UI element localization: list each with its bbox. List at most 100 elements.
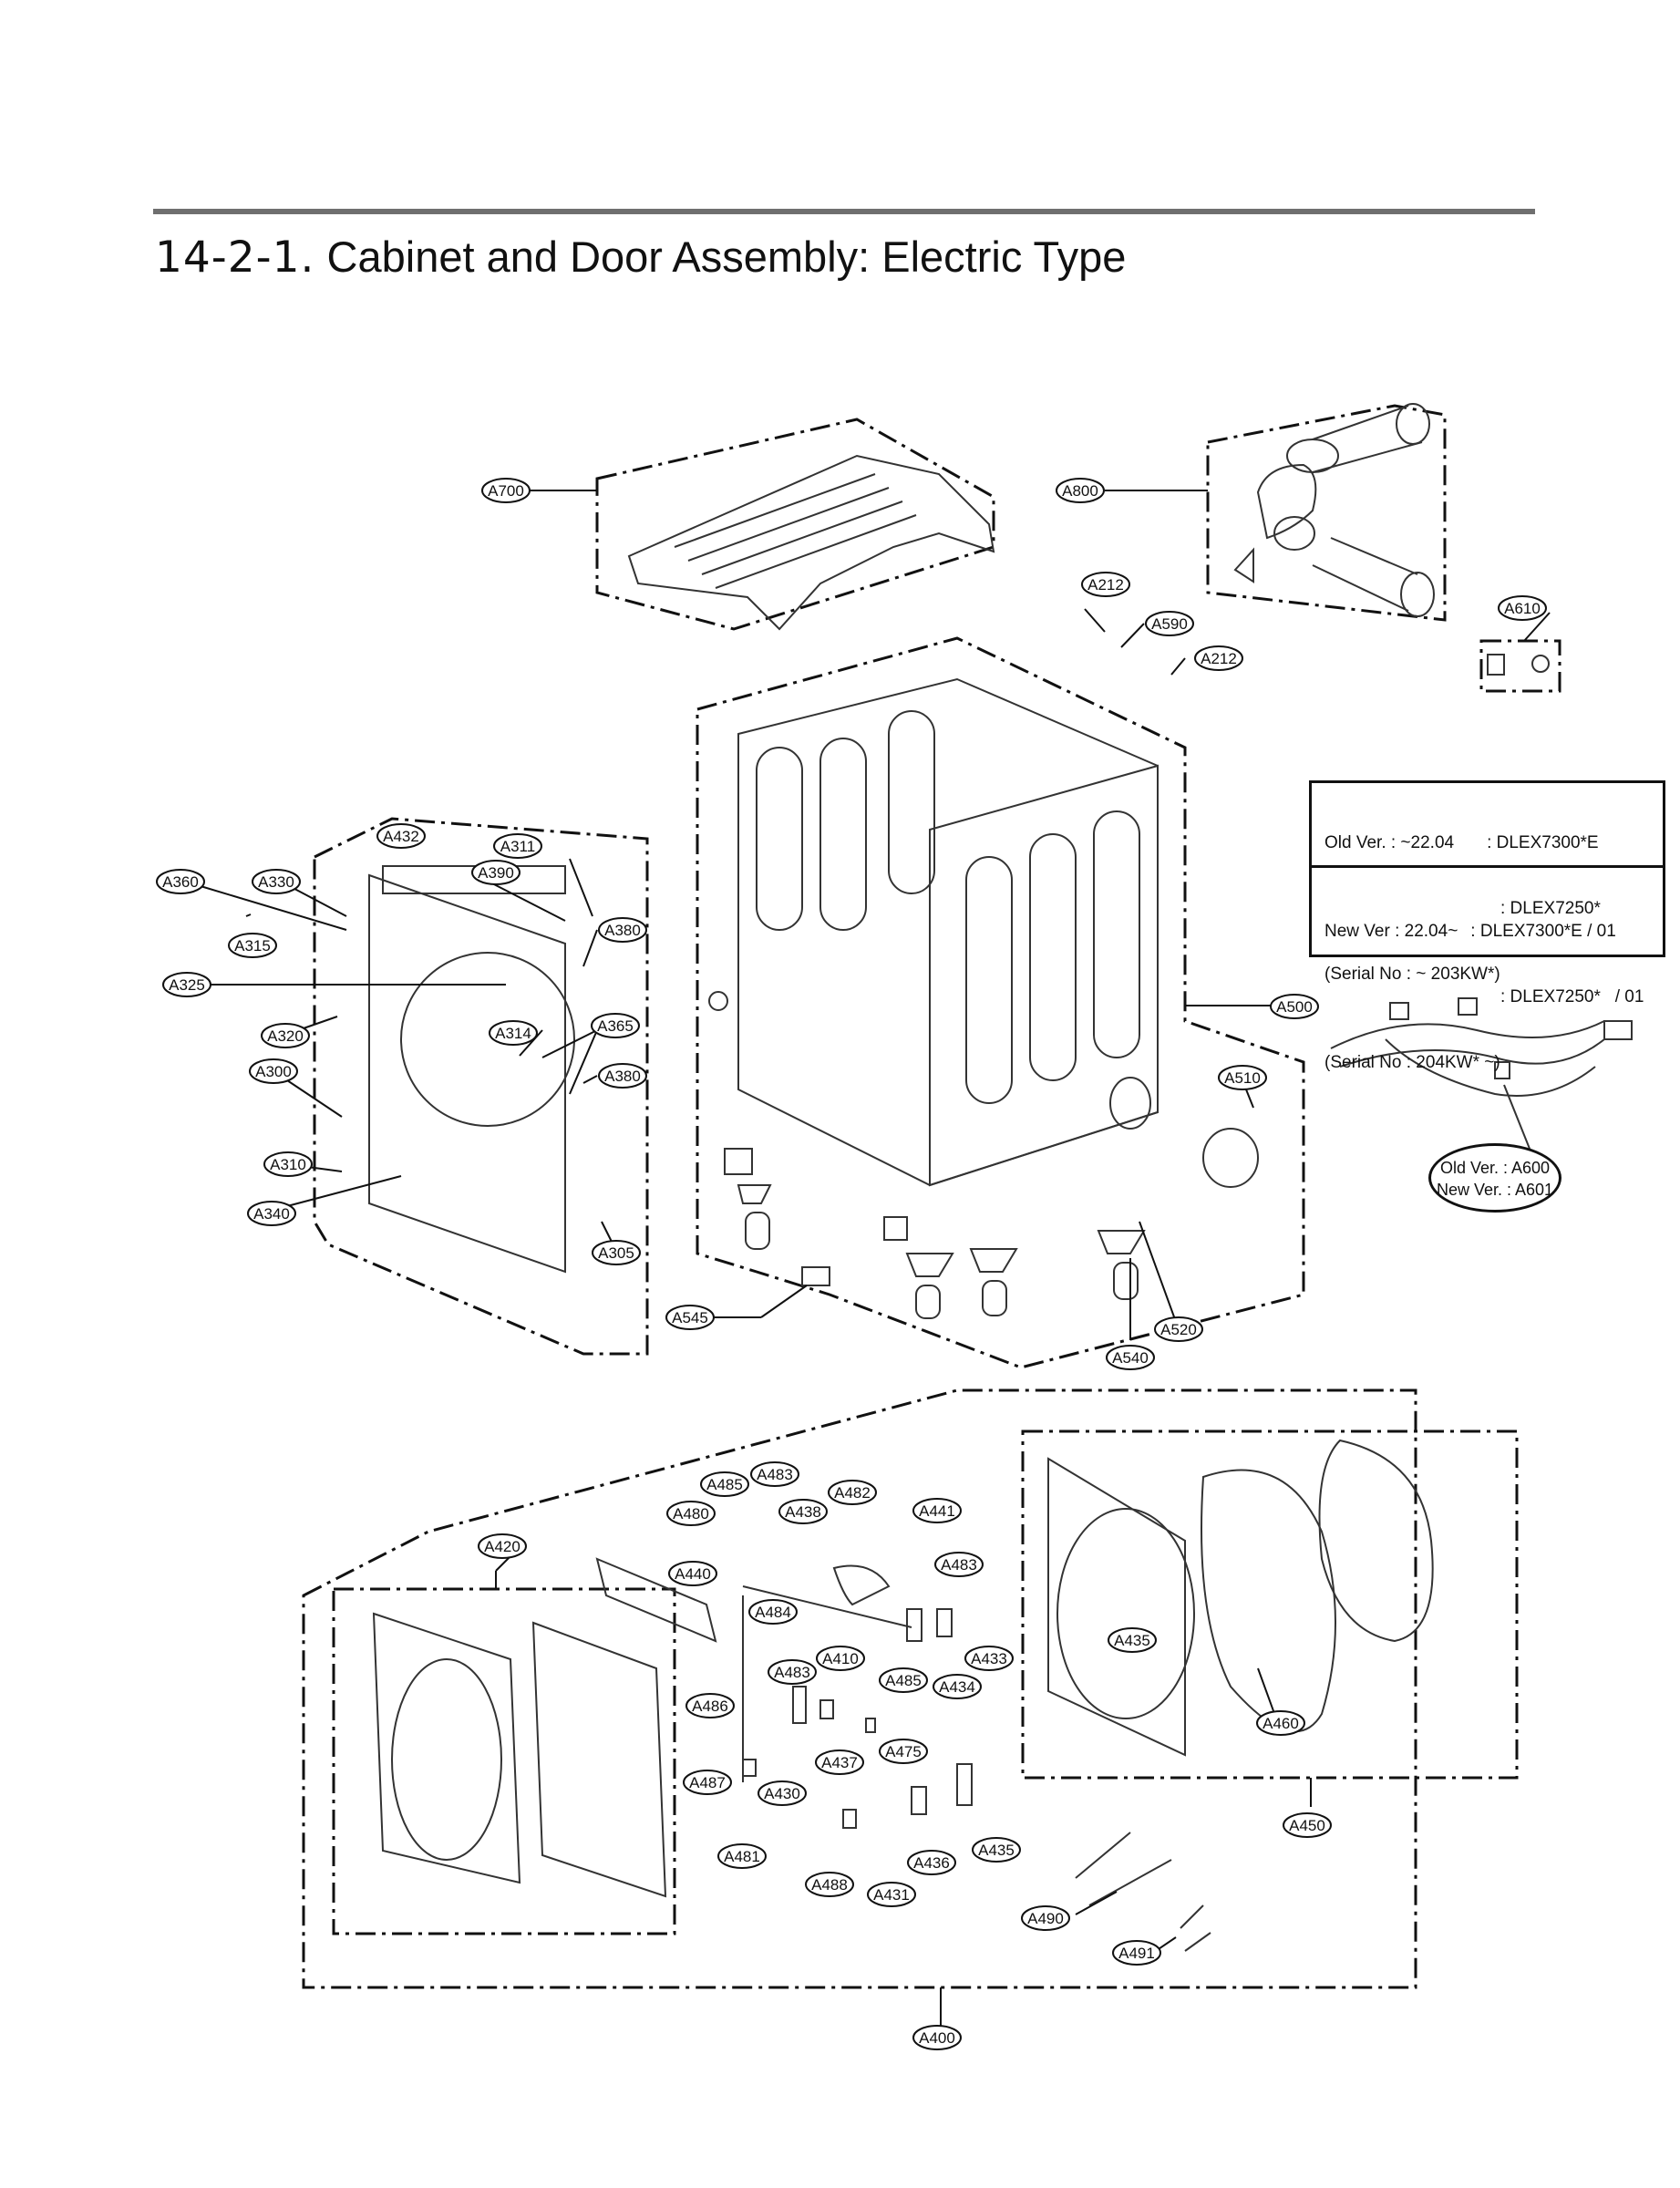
callout-a800: A800 [1056, 478, 1105, 503]
callout-text: A483 [757, 1466, 793, 1483]
callout-a212: A212 [1194, 645, 1243, 671]
callout-text: A410 [822, 1650, 859, 1667]
callout-text: A340 [253, 1205, 290, 1223]
callout-a390: A390 [471, 860, 520, 885]
callout-a483: A483 [934, 1552, 984, 1577]
callout-text: A315 [234, 937, 271, 955]
callout-ellipse [489, 1020, 538, 1046]
callout-a500: A500 [1270, 994, 1319, 1019]
new-version-serial: (Serial No : 204KW* ~) [1324, 1053, 1500, 1072]
group-boundary-front-panel [313, 817, 649, 1356]
callout-text: A480 [673, 1505, 709, 1522]
callout-ellipse [1081, 572, 1130, 597]
callout-a490: A490 [1021, 1905, 1070, 1931]
callout-ellipse [162, 972, 211, 997]
callout-text: A510 [1224, 1069, 1261, 1087]
callout-a380: A380 [598, 917, 647, 943]
callout-a432: A432 [376, 823, 426, 849]
title-rule [153, 209, 1535, 214]
callout-ellipse [668, 1561, 717, 1586]
callout-a700: A700 [481, 478, 531, 503]
group-boundary-a400 [302, 1388, 1417, 1989]
callout-ellipse [1256, 1710, 1305, 1736]
callout-text: A430 [764, 1785, 800, 1802]
callout-a305: A305 [592, 1240, 641, 1265]
exhaust-duct-part [1233, 403, 1435, 617]
group-boundary-cabinet [696, 636, 1305, 1369]
old-version-model-1: : DLEX7300*E [1487, 833, 1599, 852]
callout-ellipse [471, 860, 520, 885]
callout-ellipse [934, 1552, 984, 1577]
callout-text: A437 [821, 1754, 858, 1771]
callout-text: A212 [1087, 576, 1124, 593]
callout-a545: A545 [665, 1305, 715, 1330]
callout-ellipse [481, 478, 531, 503]
callout-text: A545 [672, 1309, 708, 1326]
callout-ellipse [591, 1013, 640, 1038]
callout-ellipse [249, 1058, 298, 1084]
callout-ellipse [685, 1693, 735, 1718]
callout-ellipse [1108, 1627, 1157, 1653]
callout-text: A520 [1160, 1321, 1197, 1338]
callout-ellipse [1154, 1316, 1203, 1342]
callout-a590: A590 [1145, 611, 1194, 636]
old-version-label: Old Ver. : ~22.04 [1324, 833, 1455, 852]
callout-text: A483 [774, 1664, 810, 1681]
callout-ellipse [1218, 1065, 1267, 1090]
callout-a485: A485 [700, 1471, 749, 1497]
callout-text: A212 [1201, 650, 1237, 667]
callout-a360: A360 [156, 869, 205, 894]
callout-ellipse [1021, 1905, 1070, 1931]
feet-and-brackets-part [724, 1148, 1146, 1319]
callout-ellipse [592, 1240, 641, 1265]
callout-ellipse [700, 1471, 749, 1497]
callout-text: A360 [162, 873, 199, 891]
callout-ellipse [478, 1533, 527, 1559]
callout-a483: A483 [768, 1659, 817, 1685]
screws-part [1075, 1832, 1211, 1952]
callout-a400: A400 [912, 2025, 962, 2050]
callout-ellipse [493, 833, 542, 859]
callout-a380: A380 [598, 1063, 647, 1089]
callout-text: A320 [267, 1027, 304, 1045]
callout-ellipse [261, 1023, 310, 1048]
harness-version-note: Old Ver. : A600 New Ver. : A601 [1428, 1143, 1561, 1213]
callout-text: A500 [1276, 998, 1313, 1016]
group-boundary-a420 [332, 1587, 676, 1935]
callout-text: A540 [1112, 1349, 1149, 1367]
callout-a483: A483 [750, 1461, 799, 1487]
callout-text: A305 [598, 1244, 634, 1262]
callout-text: A365 [597, 1017, 634, 1035]
callout-a433: A433 [964, 1646, 1014, 1671]
door-lock-assembly-part [742, 1564, 973, 1829]
callout-ellipse [263, 1151, 313, 1177]
callout-text: A491 [1118, 1945, 1155, 1962]
door-frame-part [372, 1612, 667, 1898]
callout-ellipse [717, 1843, 767, 1869]
callout-text: A800 [1062, 482, 1098, 500]
door-handle-part [595, 1557, 717, 1643]
callout-ellipse [683, 1770, 732, 1795]
drying-rack-part [627, 454, 995, 631]
terminal-block-part [1487, 654, 1550, 676]
callout-ellipse [1106, 1345, 1155, 1370]
callout-text: A433 [971, 1650, 1007, 1667]
callout-text: A436 [913, 1854, 950, 1872]
callout-text: A311 [500, 838, 535, 855]
callout-ellipse [1056, 478, 1105, 503]
front-panel-part [368, 865, 575, 1274]
callout-text: A484 [755, 1604, 791, 1621]
callout-a438: A438 [778, 1499, 828, 1524]
callout-ellipse [1194, 645, 1243, 671]
callout-a435: A435 [1108, 1627, 1157, 1653]
callout-a436: A436 [907, 1850, 956, 1875]
callout-ellipse [933, 1674, 982, 1699]
callout-a450: A450 [1283, 1812, 1332, 1838]
callout-text: A420 [484, 1538, 520, 1555]
callout-text: A485 [885, 1672, 922, 1689]
callout-text: A325 [169, 976, 205, 994]
callout-text: A380 [604, 1068, 641, 1085]
callout-a434: A434 [933, 1674, 982, 1699]
callout-ellipse [907, 1850, 956, 1875]
